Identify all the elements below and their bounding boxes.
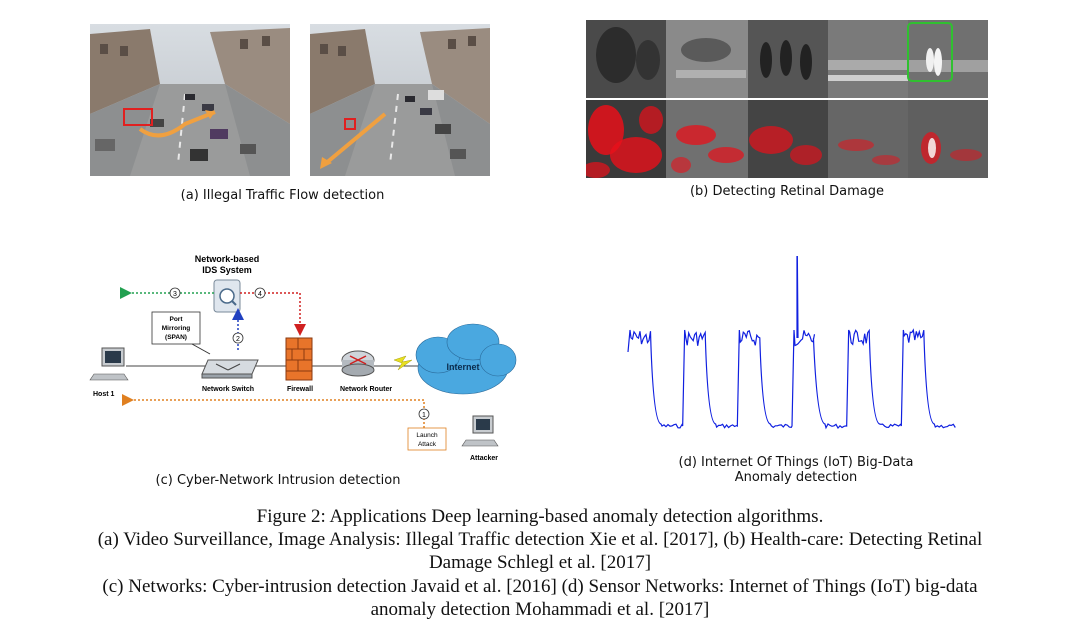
router-icon — [341, 350, 375, 377]
iot-signal-chart — [627, 204, 956, 430]
flow-arrow — [323, 112, 387, 166]
step-2-label: 2 — [236, 336, 240, 343]
step-2-marker — [232, 332, 244, 344]
figure-caption-line2: (a) Video Surveillance, Image Analysis: … — [97, 529, 983, 550]
attacker-computer-icon — [461, 415, 499, 447]
block-arrow-red — [240, 292, 306, 336]
chart-series-line — [627, 214, 956, 430]
router-label: Network Router — [340, 386, 392, 393]
figure-caption-line3: Damage Schlegl et al. [2017] — [428, 552, 652, 573]
panel-c-network: Network-based IDS System 3 4 2 Port Mirr… — [88, 250, 528, 465]
host-computer-icon — [89, 347, 129, 381]
launch-attack-label-2: Attack — [418, 441, 437, 448]
retina-highlight-box — [907, 22, 953, 82]
port-mirroring-label-3: (SPAN) — [165, 334, 187, 341]
caption-b: (b) Detecting Retinal Damage — [689, 184, 885, 199]
traffic-image-right — [310, 24, 490, 176]
highlight-box — [344, 118, 356, 130]
network-diagram: Network-based IDS System 3 4 2 Port Mirr… — [89, 254, 517, 462]
caption-c: (c) Cyber-Network Intrusion detection — [155, 473, 401, 488]
switch-label: Network Switch — [202, 386, 254, 393]
port-mirroring-box — [151, 311, 201, 345]
flow-arrow — [138, 110, 216, 138]
firewall-icon — [285, 337, 313, 381]
panel-d-iot-chart — [622, 204, 962, 436]
host-label: Host 1 — [93, 391, 115, 398]
ids-label-line1: Network-based — [195, 254, 260, 264]
panel-b-retina — [582, 20, 988, 178]
port-mirroring-pointer — [191, 343, 211, 355]
launch-attack-label-1: Launch — [416, 432, 438, 439]
step-4-marker — [254, 287, 266, 299]
internet-label: Internet — [446, 362, 479, 372]
figure-caption-line1: Figure 2: Applications Deep learning-bas… — [256, 506, 824, 527]
port-mirroring-label-2: Mirroring — [162, 325, 191, 332]
traffic-images — [90, 24, 490, 176]
highlight-box — [123, 108, 153, 126]
caption-a: (a) Illegal Traffic Flow detection — [180, 188, 385, 203]
step-1-label: 1 — [422, 412, 426, 419]
figure-caption-line4: (c) Networks: Cyber-intrusion detection … — [102, 576, 978, 597]
port-mirroring-label-1: Port — [170, 316, 184, 323]
figure-caption-line5: anomaly detection Mohammadi et al. [2017… — [370, 599, 710, 620]
caption-d-line1: (d) Internet Of Things (IoT) Big-Data — [678, 455, 914, 470]
retina-images — [582, 20, 988, 178]
attack-arrow-orange — [122, 394, 425, 432]
anomaly-heat-overlay — [582, 105, 982, 178]
launch-attack-box — [407, 427, 447, 451]
step-3-label: 3 — [173, 291, 177, 298]
panel-a-traffic — [90, 24, 490, 180]
traffic-image-left — [90, 24, 290, 176]
internet-cloud-icon — [415, 323, 517, 395]
caption-d-line2: Anomaly detection — [734, 470, 858, 485]
ids-device-icon — [213, 279, 241, 313]
network-switch-icon — [201, 359, 259, 379]
step-3-marker — [169, 287, 181, 299]
ids-label-line2: IDS System — [202, 265, 252, 275]
lightning-icon — [393, 355, 413, 371]
attacker-label: Attacker — [470, 455, 498, 462]
firewall-label: Firewall — [287, 386, 313, 393]
step-4-label: 4 — [258, 291, 262, 298]
step-1-marker — [418, 408, 430, 420]
